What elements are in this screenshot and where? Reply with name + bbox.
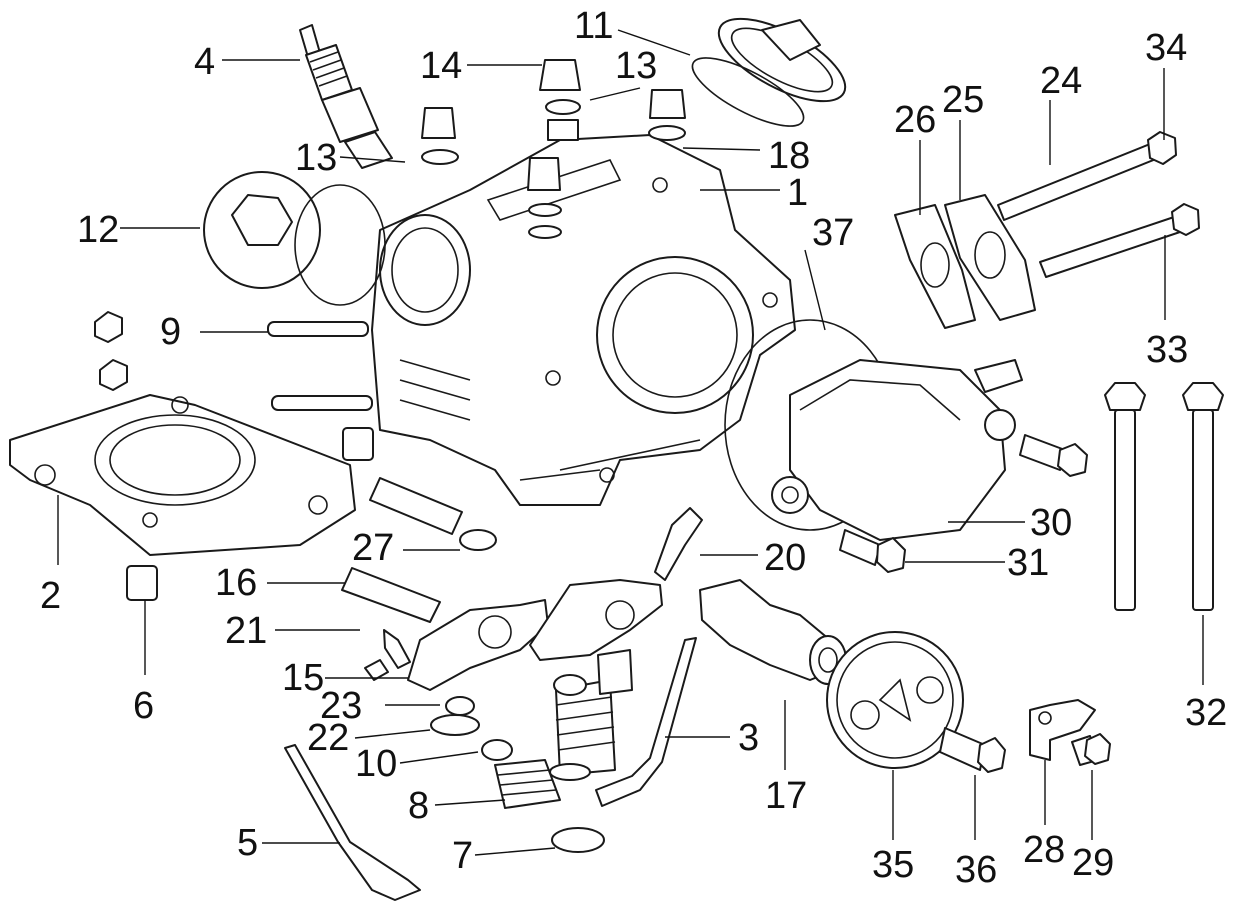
callout-26: 26: [894, 99, 936, 141]
callout-28: 28: [1023, 829, 1065, 871]
callout-15: 15: [282, 657, 324, 699]
callout-37: 37: [812, 212, 854, 254]
long-bolts: [1104, 382, 1224, 611]
callout-27: 27: [352, 527, 394, 569]
callout-25: 25: [942, 79, 984, 121]
callout-11: 11: [574, 5, 613, 47]
callout-36: 36: [955, 849, 997, 891]
dowels-and-nuts: [94, 311, 374, 601]
side-cover: [724, 319, 1088, 573]
leader-lines: [57, 29, 1204, 856]
callout-5: 5: [237, 822, 258, 864]
callout-17: 17: [765, 775, 807, 817]
callout-33: 33: [1146, 329, 1188, 371]
camshaft: [699, 579, 847, 685]
callout-10: 10: [355, 743, 397, 785]
callout-9: 9: [160, 311, 181, 353]
callout-20: 20: [764, 537, 806, 579]
callout-23: 23: [320, 685, 362, 727]
callout-16: 16: [215, 562, 257, 604]
valve-train: [284, 637, 697, 901]
callout-12: 12: [77, 209, 119, 251]
intake-spacer: [894, 131, 1200, 329]
callout-18: 18: [768, 135, 810, 177]
callout-6: 6: [133, 685, 154, 727]
callout-29: 29: [1072, 842, 1114, 884]
head-gasket: [9, 394, 356, 556]
callout-labels: 11 4 14 13 13 18 1 12 37 26 25 24 34 33 …: [40, 5, 1227, 891]
callout-2: 2: [40, 575, 61, 617]
rocker-shafts: [341, 477, 497, 623]
callout-7: 7: [452, 835, 473, 877]
rocker-arms: [364, 507, 703, 691]
cap-nuts-and-washers: [421, 59, 686, 239]
callout-22: 22: [307, 717, 349, 759]
callout-34: 34: [1145, 27, 1187, 69]
callout-13-left: 13: [295, 137, 337, 179]
spark-plug: [299, 24, 393, 169]
bracket-and-bolt: [1029, 699, 1111, 766]
callout-32: 32: [1185, 692, 1227, 734]
callout-31: 31: [1007, 542, 1049, 584]
callout-1: 1: [787, 172, 808, 214]
callout-35: 35: [872, 844, 914, 886]
callout-4: 4: [194, 41, 215, 83]
callout-14: 14: [420, 45, 462, 87]
callout-13-top: 13: [615, 45, 657, 87]
cam-sprocket: [826, 631, 1006, 773]
callout-3: 3: [738, 717, 759, 759]
inspection-cap: [203, 171, 386, 306]
cylinder-head: [371, 134, 796, 506]
callout-24: 24: [1040, 60, 1082, 102]
callout-21: 21: [225, 610, 267, 652]
valve-cover-cap: [691, 17, 847, 127]
callout-8: 8: [408, 785, 429, 827]
callout-30: 30: [1030, 502, 1072, 544]
